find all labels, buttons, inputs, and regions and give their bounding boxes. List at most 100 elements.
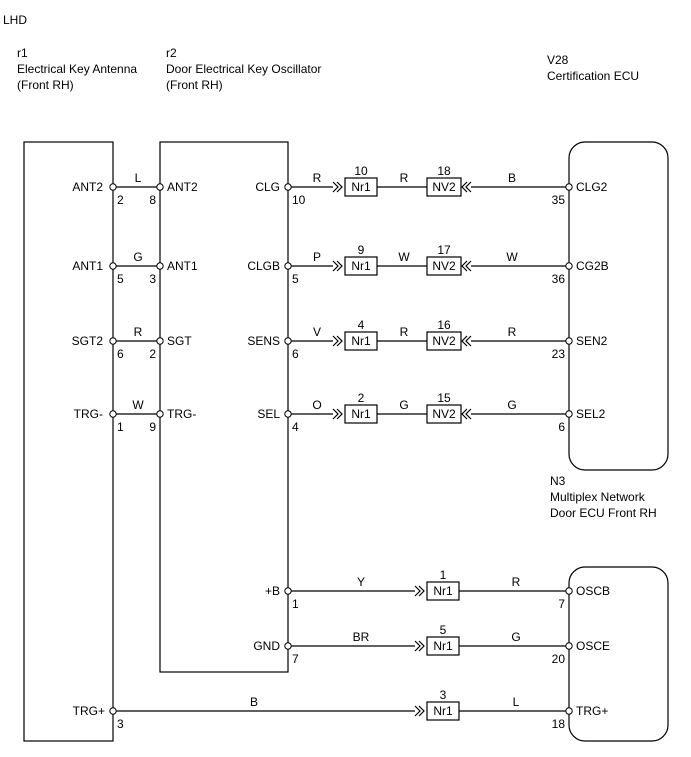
r2-name: Door Electrical Key Oscillator (166, 62, 321, 76)
v28-name: Certification ECU (547, 69, 639, 83)
r2-terminal-label: SENS (247, 334, 280, 348)
wire-color-label: R (400, 325, 409, 339)
r2-oscillator-box (159, 141, 289, 673)
r2-right-pin (284, 410, 292, 418)
circuit-layer: ANT22L8ANT2ANT15G3ANT1SGT26R2SGTTRG-1W9T… (72, 164, 610, 731)
r2-right-pin-number: 5 (292, 272, 299, 286)
nr1-pin-number: 10 (354, 164, 368, 178)
r1-terminal-label: TRG- (74, 407, 103, 421)
nr1-pin-number: 2 (358, 391, 365, 405)
wire-color-label: V (313, 325, 321, 339)
r1-pin-number: 1 (117, 420, 124, 434)
nv2-connector-label: NV2 (432, 407, 456, 421)
r2-left-pin-number: 2 (149, 347, 156, 361)
v28-pin-number: 36 (552, 272, 566, 286)
nv2-pin-number: 16 (437, 318, 451, 332)
lhd-label: LHD (3, 13, 27, 27)
r2-sub: (Front RH) (166, 78, 223, 92)
nr1-connector-arrow (332, 260, 343, 272)
nr1-pin-number: 4 (358, 318, 365, 332)
nr1-connector-label: Nr1 (433, 639, 453, 653)
wire-color-label: W (132, 398, 144, 412)
wire-color-label: R (313, 171, 322, 185)
r1-pin (109, 410, 117, 418)
r2-right-pin (284, 262, 292, 270)
nr1-connector-label: Nr1 (351, 407, 371, 421)
r1-terminal-label: TRG+ (73, 704, 105, 718)
nr1-pin-number: 1 (440, 568, 447, 582)
wire-color-label: BR (353, 630, 370, 644)
wire-color-label: G (507, 398, 516, 412)
wire-color-label: L (513, 695, 520, 709)
nv2-connector-box (426, 177, 462, 197)
nv2-connector-box (426, 404, 462, 424)
r2-terminal-label: GND (253, 639, 280, 653)
r2-right-pin (284, 337, 292, 345)
v28-terminal-label: SEL2 (576, 407, 606, 421)
wire-color-label: R (508, 325, 517, 339)
r1-antenna-box (23, 141, 114, 742)
r2-terminal-label: SEL (257, 407, 280, 421)
n3-pin-number: 7 (558, 597, 565, 611)
nr1-connector-arrow (332, 181, 343, 193)
wire-color-label: R (134, 325, 143, 339)
nr1-connector-arrow (332, 335, 343, 347)
v28-pin-number: 23 (552, 347, 566, 361)
r1-sub: (Front RH) (17, 78, 74, 92)
r2-right-pin-number: 4 (292, 420, 299, 434)
nv2-connector-label: NV2 (432, 334, 456, 348)
wire-color-label: R (512, 575, 521, 589)
r2-left-pin-number: 8 (149, 193, 156, 207)
nr1-connector-label: Nr1 (351, 180, 371, 194)
n3-terminal-label: TRG+ (576, 704, 608, 718)
v28-terminal-label: CG2B (576, 259, 609, 273)
nr1-connector-label: Nr1 (433, 704, 453, 718)
wire-color-label: G (399, 398, 408, 412)
n3-pin (565, 642, 573, 650)
wire-color-label: L (135, 171, 142, 185)
n3-terminal-label: OSCB (576, 584, 610, 598)
nr1-connector-arrow (414, 705, 425, 717)
nr1-pin-number: 9 (358, 243, 365, 257)
nv2-connector-label: NV2 (432, 259, 456, 273)
r2-left-terminal-label: SGT (167, 334, 192, 348)
wire-color-label: G (511, 630, 520, 644)
n3-pin (565, 587, 573, 595)
n3-door-ecu-box (568, 566, 669, 742)
wire-color-label: W (398, 250, 410, 264)
r2-left-pin-number: 3 (149, 272, 156, 286)
nv2-connector-box (426, 256, 462, 276)
r1-terminal-label: ANT2 (72, 180, 103, 194)
v28-terminal-label: CLG2 (576, 180, 608, 194)
nr1-connector-label: Nr1 (351, 259, 371, 273)
r1-code: r1 (17, 46, 28, 60)
wire-color-label: R (400, 171, 409, 185)
v28-pin-number: 35 (552, 193, 566, 207)
source-pin-number: 1 (292, 597, 299, 611)
r1-pin (109, 337, 117, 345)
source-pin-number: 7 (292, 652, 299, 666)
nr1-connector-label: Nr1 (433, 584, 453, 598)
r2-right-pin (284, 642, 292, 650)
n3-pin-number: 18 (552, 717, 566, 731)
n3-name2: Door ECU Front RH (550, 506, 657, 520)
r1-name: Electrical Key Antenna (17, 62, 137, 76)
r2-code: r2 (166, 46, 177, 60)
wire-color-label: G (133, 250, 142, 264)
r1-pin (109, 183, 117, 191)
v28-terminal-label: SEN2 (576, 334, 608, 348)
nv2-pin-number: 17 (437, 243, 451, 257)
wire-color-label: Y (357, 575, 365, 589)
r1-pin (109, 707, 117, 715)
r1-pin (109, 262, 117, 270)
n3-code: N3 (550, 474, 566, 488)
r2-left-pin (156, 262, 164, 270)
wire-color-label: P (313, 250, 321, 264)
source-pin-number: 3 (117, 717, 124, 731)
nr1-connector-arrow (414, 585, 425, 597)
r2-left-pin (156, 410, 164, 418)
v28-ecu-box (568, 141, 669, 471)
v28-pin (565, 183, 573, 191)
nr1-connector-arrow (414, 640, 425, 652)
